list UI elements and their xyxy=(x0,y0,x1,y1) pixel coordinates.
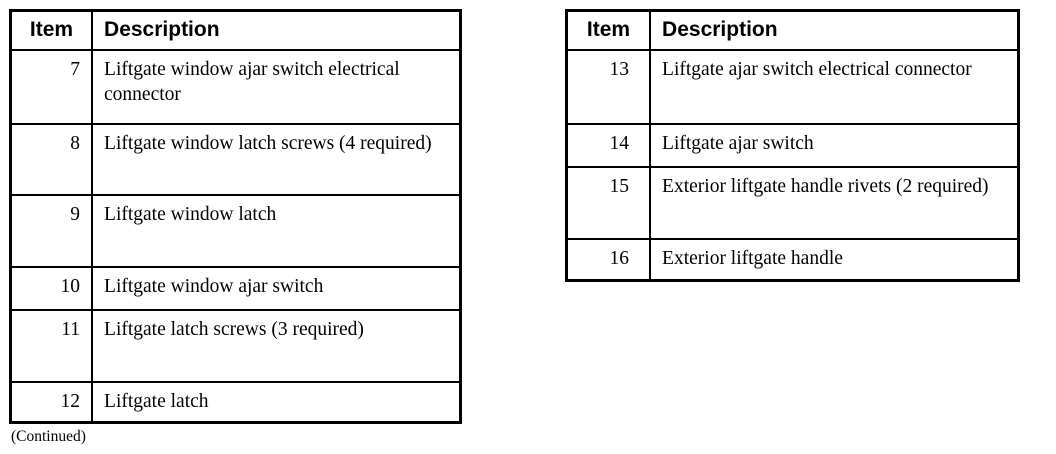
cell-item-number: 13 xyxy=(565,49,652,125)
cell-item-number: 16 xyxy=(565,238,652,281)
cell-description: Liftgate window ajar switch electrical c… xyxy=(91,49,462,125)
table-row: 9 Liftgate window latch xyxy=(9,194,462,268)
column-header-item: Item xyxy=(9,9,94,51)
table-row: 14 Liftgate ajar switch xyxy=(565,123,1020,168)
column-header-description: Description xyxy=(649,9,1020,51)
cell-description: Liftgate window latch xyxy=(91,194,462,268)
table-header-row: Item Description xyxy=(9,9,462,51)
parts-table-right: Item Description 13 Liftgate ajar switch… xyxy=(565,9,1020,282)
cell-description: Exterior liftgate handle xyxy=(649,238,1020,281)
cell-description: Liftgate latch screws (3 required) xyxy=(91,309,462,383)
column-header-item: Item xyxy=(565,9,652,51)
cell-description: Liftgate latch xyxy=(91,381,462,424)
table-row: 13 Liftgate ajar switch electrical conne… xyxy=(565,49,1020,125)
cell-item-number: 15 xyxy=(565,166,652,240)
cell-item-number: 7 xyxy=(9,49,94,125)
cell-description: Liftgate window latch screws (4 required… xyxy=(91,123,462,196)
column-header-description: Description xyxy=(91,9,462,51)
table-row: 16 Exterior liftgate handle xyxy=(565,238,1020,281)
table-row: 7 Liftgate window ajar switch electrical… xyxy=(9,49,462,125)
cell-item-number: 10 xyxy=(9,266,94,311)
cell-item-number: 14 xyxy=(565,123,652,168)
cell-item-number: 12 xyxy=(9,381,94,424)
continued-note: (Continued) xyxy=(11,428,86,445)
table-left-body: 7 Liftgate window ajar switch electrical… xyxy=(9,49,462,424)
parts-table-left: Item Description 7 Liftgate window ajar … xyxy=(9,9,462,424)
cell-description: Liftgate ajar switch electrical connecto… xyxy=(649,49,1020,125)
cell-item-number: 9 xyxy=(9,194,94,268)
table-header-row: Item Description xyxy=(565,9,1020,51)
table-row: 10 Liftgate window ajar switch xyxy=(9,266,462,311)
table-right-header: Item Description xyxy=(565,9,1020,51)
cell-description: Liftgate window ajar switch xyxy=(91,266,462,311)
cell-item-number: 11 xyxy=(9,309,94,383)
table-row: 12 Liftgate latch xyxy=(9,381,462,424)
table-right-body: 13 Liftgate ajar switch electrical conne… xyxy=(565,49,1020,281)
table-left-header: Item Description xyxy=(9,9,462,51)
cell-description: Exterior liftgate handle rivets (2 requi… xyxy=(649,166,1020,240)
table-row: 11 Liftgate latch screws (3 required) xyxy=(9,309,462,383)
table-row: 15 Exterior liftgate handle rivets (2 re… xyxy=(565,166,1020,240)
cell-description: Liftgate ajar switch xyxy=(649,123,1020,168)
table-row: 8 Liftgate window latch screws (4 requir… xyxy=(9,123,462,196)
cell-item-number: 8 xyxy=(9,123,94,196)
